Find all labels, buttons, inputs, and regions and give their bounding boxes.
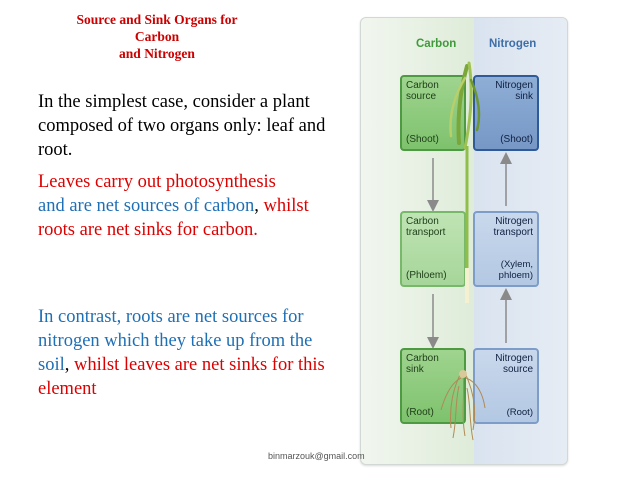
- leaf-blade-3: [449, 76, 467, 138]
- nitrogen-transport-line-2: transport: [493, 227, 533, 238]
- leaves-nitrogen-sink-text: whilst leaves are net sinks for this ele…: [38, 355, 325, 399]
- carbon-source-line-2: source: [406, 91, 437, 102]
- nitrogen-source-box: Nitrogen source (Root): [473, 348, 539, 424]
- paragraph-leaves: Leaves carry out photosynthesis and are …: [38, 170, 328, 242]
- carbon-source-text: and are net sources of carbon: [38, 196, 255, 216]
- carbon-transport-line-1: Carbon: [406, 216, 439, 227]
- slide-title-line-1: Source and Sink Organs for: [76, 12, 238, 27]
- carbon-transport-organ: (Phloem): [406, 270, 447, 281]
- footer-email: binmarzouk@gmail.com: [268, 451, 365, 461]
- leaves-photosynthesis-text: Leaves carry out photosynthesis: [38, 172, 276, 192]
- slide-title-line-2: Carbon: [134, 29, 180, 44]
- carbon-source-organ: (Shoot): [406, 134, 439, 145]
- roots-carbon-sink-text: whilst roots are net sinks for carbon.: [38, 196, 309, 240]
- nitrogen-header: Nitrogen: [489, 38, 537, 50]
- carbon-nitrogen-diagram: Carbon Nitrogen Carbon source (Shoot) Ni…: [360, 17, 568, 465]
- nitrogen-transport-line-1: Nitrogen: [495, 216, 533, 227]
- nitrogen-sink-line-2: sink: [515, 91, 533, 102]
- separator-text: ,: [64, 355, 74, 375]
- carbon-header: Carbon: [416, 38, 457, 50]
- carbon-transport-line-2: transport: [406, 227, 446, 238]
- paragraph-simplest-case: In the simplest case, consider a plant c…: [38, 92, 326, 160]
- paragraph-roots: In contrast, roots are net sources for n…: [38, 305, 328, 401]
- nitrogen-transport-organ: (Xylem, phloem): [498, 259, 533, 281]
- nitrogen-sink-box: Nitrogen sink (Shoot): [473, 75, 539, 151]
- leaf-blade-4: [469, 78, 481, 132]
- nitrogen-source-line-2: source: [502, 364, 533, 375]
- slide-title: Source and Sink Organs for Carbon and Ni…: [48, 11, 266, 62]
- nitrogen-source-organ: (Root): [506, 407, 533, 418]
- plant-illustration: [440, 61, 486, 441]
- comma-text: ,: [254, 196, 259, 216]
- slide-title-line-3: and Nitrogen: [119, 46, 195, 61]
- nitrogen-sink-line-1: Nitrogen: [495, 80, 533, 91]
- nitrogen-source-line-1: Nitrogen: [495, 353, 533, 364]
- carbon-source-line-1: Carbon: [406, 80, 439, 91]
- plant-roots: [440, 372, 486, 441]
- leaf-blade-1: [456, 64, 469, 145]
- carbon-sink-line-1: Carbon: [406, 353, 439, 364]
- nitrogen-transport-box: Nitrogen transport (Xylem, phloem): [473, 211, 539, 287]
- leaf-blade-2: [463, 61, 473, 150]
- root-crown: [459, 370, 467, 378]
- carbon-source-box: Carbon source (Shoot): [400, 75, 466, 151]
- roots-nitrogen-source-text: In contrast, roots are net sources for n…: [38, 307, 313, 375]
- carbon-transport-box: Carbon transport (Phloem): [400, 211, 466, 287]
- nitrogen-sink-organ: (Shoot): [500, 134, 533, 145]
- carbon-sink-organ: (Root): [406, 407, 434, 418]
- diagram-graphics: [427, 152, 512, 349]
- carbon-sink-line-2: sink: [406, 364, 424, 375]
